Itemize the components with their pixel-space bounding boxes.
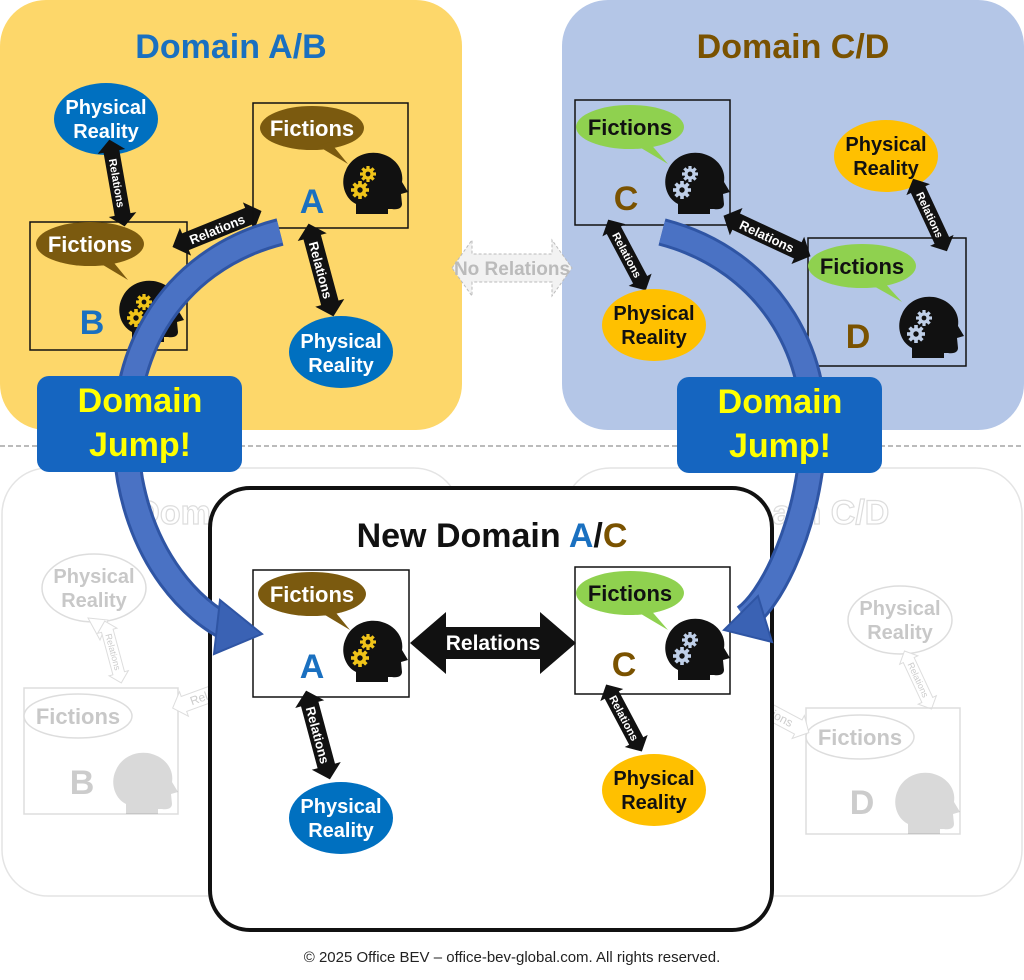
svg-text:Fictions: Fictions: [820, 254, 904, 279]
svg-text:Jump!: Jump!: [89, 426, 191, 464]
svg-text:Reality: Reality: [853, 158, 919, 180]
svg-text:Relations: Relations: [103, 633, 122, 672]
fictions-bubble-b: Fictions: [36, 222, 144, 280]
label-c: C: [614, 180, 639, 218]
svg-text:Fictions: Fictions: [588, 581, 672, 606]
svg-text:Reality: Reality: [867, 622, 933, 644]
svg-text:C: C: [612, 646, 637, 684]
ghost-reality-ab: Physical Reality: [41, 553, 147, 642]
relations-arrow-a-c: Relations: [410, 612, 576, 674]
domain-ab-panel: Domain A/B Physical Reality Relations Fi…: [0, 0, 462, 430]
svg-text:Reality: Reality: [308, 355, 374, 377]
new-domain-panel: New Domain A/C Fictions A Fictions C Rel…: [208, 486, 774, 932]
svg-text:Physical: Physical: [845, 134, 926, 156]
svg-text:Jump!: Jump!: [729, 427, 831, 465]
domain-cd-panel: Domain C/D Fictions C Physical Reality R…: [562, 0, 1024, 430]
svg-text:Reality: Reality: [308, 820, 374, 842]
svg-text:Fictions: Fictions: [48, 232, 132, 257]
svg-text:Fictions: Fictions: [818, 725, 902, 750]
svg-text:D: D: [850, 784, 875, 822]
entity-box-d: [807, 237, 967, 367]
reality-ellipse-top-ab: Physical Reality: [54, 83, 158, 155]
svg-text:Fictions: Fictions: [270, 582, 354, 607]
label-b: B: [80, 304, 105, 342]
no-relations-arrow: No Relations: [451, 238, 573, 298]
svg-text:Physical: Physical: [859, 598, 940, 620]
new-reality-ellipse-a: Physical Reality: [289, 782, 393, 854]
ghost-head-icon-d: [895, 772, 960, 834]
ghost-reality-cd: Physical Reality: [847, 585, 953, 655]
svg-text:Reality: Reality: [61, 590, 127, 612]
svg-text:A: A: [300, 648, 325, 686]
fictions-bubble-a: Fictions: [260, 106, 364, 164]
svg-text:Physical: Physical: [300, 331, 381, 353]
domain-cd-title: Domain C/D: [697, 28, 890, 66]
svg-text:Fictions: Fictions: [588, 115, 672, 140]
entity-box-c: [574, 99, 731, 226]
new-fictions-bubble-c: Fictions: [576, 571, 684, 630]
ghost-head-icon-b: [113, 752, 178, 814]
svg-text:Reality: Reality: [73, 121, 139, 143]
svg-text:Physical: Physical: [300, 796, 381, 818]
reality-ellipse-bottom-cd: Physical Reality: [602, 289, 706, 361]
svg-text:Domain: Domain: [718, 383, 843, 421]
domain-jump-box-left: Domain Jump!: [37, 376, 242, 472]
new-reality-ellipse-c: Physical Reality: [602, 754, 706, 826]
label-d: D: [846, 318, 871, 356]
domain-jump-box-right: Domain Jump!: [677, 377, 882, 473]
svg-text:Fictions: Fictions: [270, 116, 354, 141]
reality-ellipse-bottom-ab: Physical Reality: [289, 316, 393, 388]
new-fictions-bubble-a: Fictions: [258, 572, 366, 630]
svg-text:Physical: Physical: [613, 303, 694, 325]
svg-text:Domain: Domain: [78, 382, 203, 420]
svg-text:Physical: Physical: [53, 566, 134, 588]
fictions-bubble-c: Fictions: [576, 105, 684, 164]
svg-text:Physical: Physical: [613, 768, 694, 790]
svg-text:Fictions: Fictions: [36, 704, 120, 729]
svg-text:Reality: Reality: [621, 327, 687, 349]
domain-ab-title: Domain A/B: [135, 28, 326, 66]
copyright-footer: © 2025 Office BEV – office-bev-global.co…: [304, 949, 721, 966]
svg-text:Physical: Physical: [65, 97, 146, 119]
svg-text:Reality: Reality: [621, 792, 687, 814]
fictions-bubble-d: Fictions: [808, 244, 916, 302]
entity-box-a: [252, 102, 409, 229]
svg-text:Relations: Relations: [446, 632, 541, 655]
new-domain-title: New Domain A/C: [357, 517, 628, 555]
svg-text:B: B: [70, 764, 95, 802]
label-a: A: [300, 183, 325, 221]
svg-text:No Relations: No Relations: [454, 259, 570, 280]
reality-ellipse-top-cd: Physical Reality: [834, 120, 938, 192]
